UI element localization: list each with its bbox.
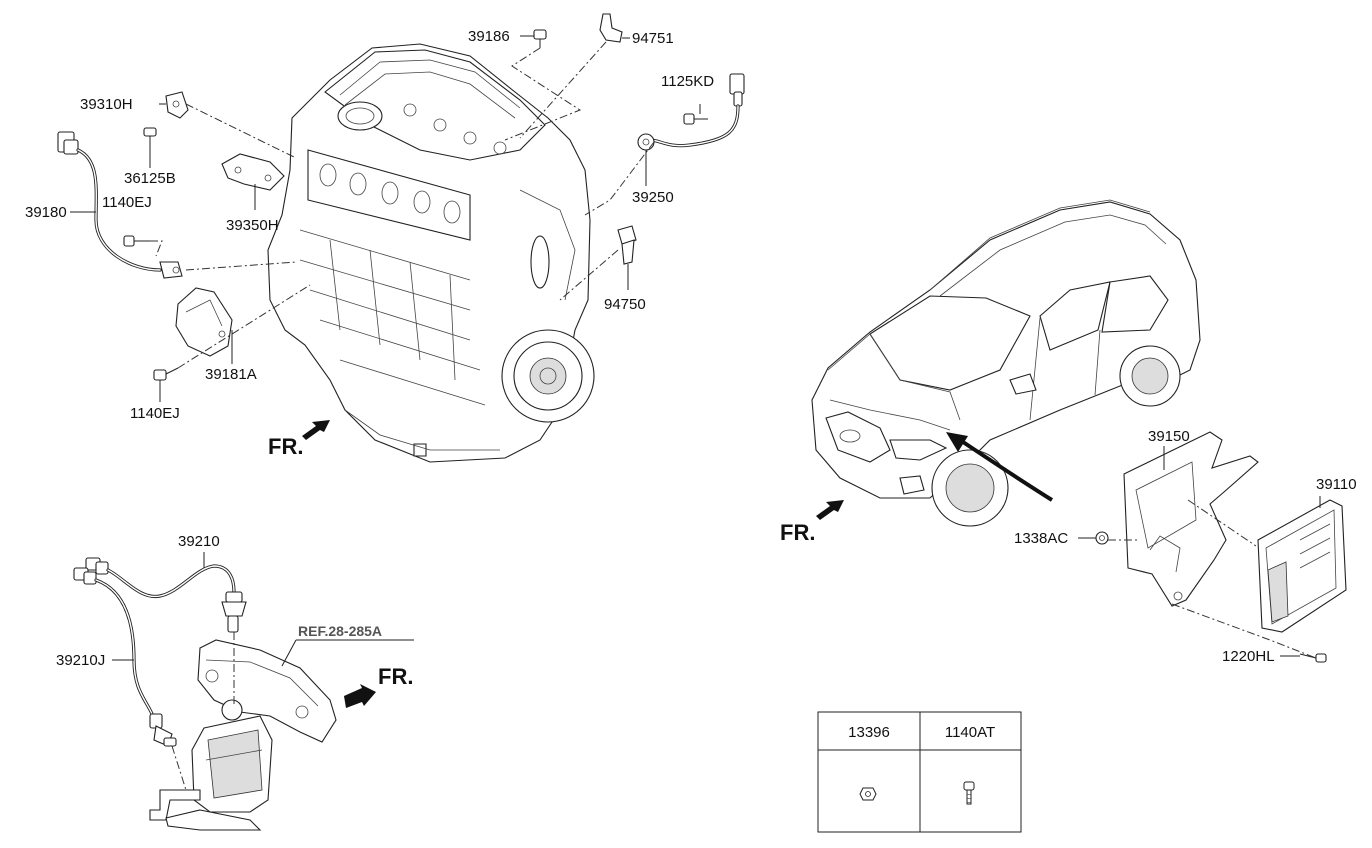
legend-header-1140AT: 1140AT: [945, 724, 995, 741]
bracket-39350H[interactable]: [221, 153, 285, 191]
label-39150: 39150: [1148, 428, 1190, 445]
knock-sensor-39250[interactable]: [637, 73, 745, 151]
svg-text:FR.: FR.: [378, 664, 413, 689]
label-1140EJ-upper: 1140EJ: [102, 194, 152, 211]
ecu-module-39110[interactable]: [1257, 499, 1347, 633]
bolt-39186[interactable]: [533, 29, 547, 48]
label-39210: 39210: [178, 533, 220, 550]
label-39250: 39250: [632, 189, 674, 206]
label-39181A: 39181A: [205, 366, 257, 383]
label-1125KD: 1125KD: [661, 73, 714, 90]
pressure-switch-94750[interactable]: [617, 225, 637, 265]
vehicle-illustration: [811, 199, 1201, 527]
nut-icon: [859, 787, 877, 801]
engine-block[interactable]: [267, 43, 595, 463]
svg-text:FR.: FR.: [268, 434, 303, 459]
label-1338AC: 1338AC: [1014, 530, 1068, 547]
front-direction-marker: FR.: [780, 500, 844, 545]
label-39186: 39186: [468, 28, 510, 45]
bolt-1220HL[interactable]: [1299, 653, 1327, 663]
label-94750: 94750: [604, 296, 646, 313]
bolt-icon: [963, 781, 975, 805]
label-94751: 94751: [632, 30, 674, 47]
label-39210J: 39210J: [56, 652, 105, 669]
reference-label: REF.28-285A: [298, 623, 382, 639]
label-39110: 39110: [1316, 476, 1357, 493]
label-39350H: 39350H: [226, 217, 279, 234]
front-direction-marker: FR.: [344, 664, 413, 708]
label-39180: 39180: [25, 204, 67, 221]
label-36125B: 36125B: [124, 170, 176, 187]
crank-sensor-39180[interactable]: [57, 131, 183, 279]
nut-1338AC[interactable]: [1095, 531, 1109, 545]
bolt-1140EJ-lower[interactable]: [153, 367, 179, 381]
fastener-legend-table: 13396 1140AT: [817, 711, 1022, 833]
ecu-bracket-39150[interactable]: [1123, 431, 1259, 607]
label-39310H: 39310H: [80, 96, 133, 113]
cam-sensor-39310H[interactable]: [165, 91, 189, 119]
bolt-1125KD[interactable]: [683, 113, 708, 125]
legend-header-13396: 13396: [848, 724, 890, 741]
label-1220HL: 1220HL: [1222, 648, 1275, 665]
bracket-94751[interactable]: [599, 13, 623, 43]
bolt-36125B[interactable]: [143, 127, 157, 150]
front-direction-marker: FR.: [268, 420, 330, 459]
oxygen-sensor-39210[interactable]: [85, 557, 247, 633]
svg-text:FR.: FR.: [780, 520, 815, 545]
oxygen-sensor-39210J[interactable]: [73, 567, 177, 747]
cover-39181A[interactable]: [175, 287, 233, 357]
bolt-1140EJ-upper[interactable]: [123, 235, 150, 247]
label-1140EJ-lower: 1140EJ: [130, 405, 180, 422]
exhaust-manifold-catalyst[interactable]: [149, 639, 337, 831]
